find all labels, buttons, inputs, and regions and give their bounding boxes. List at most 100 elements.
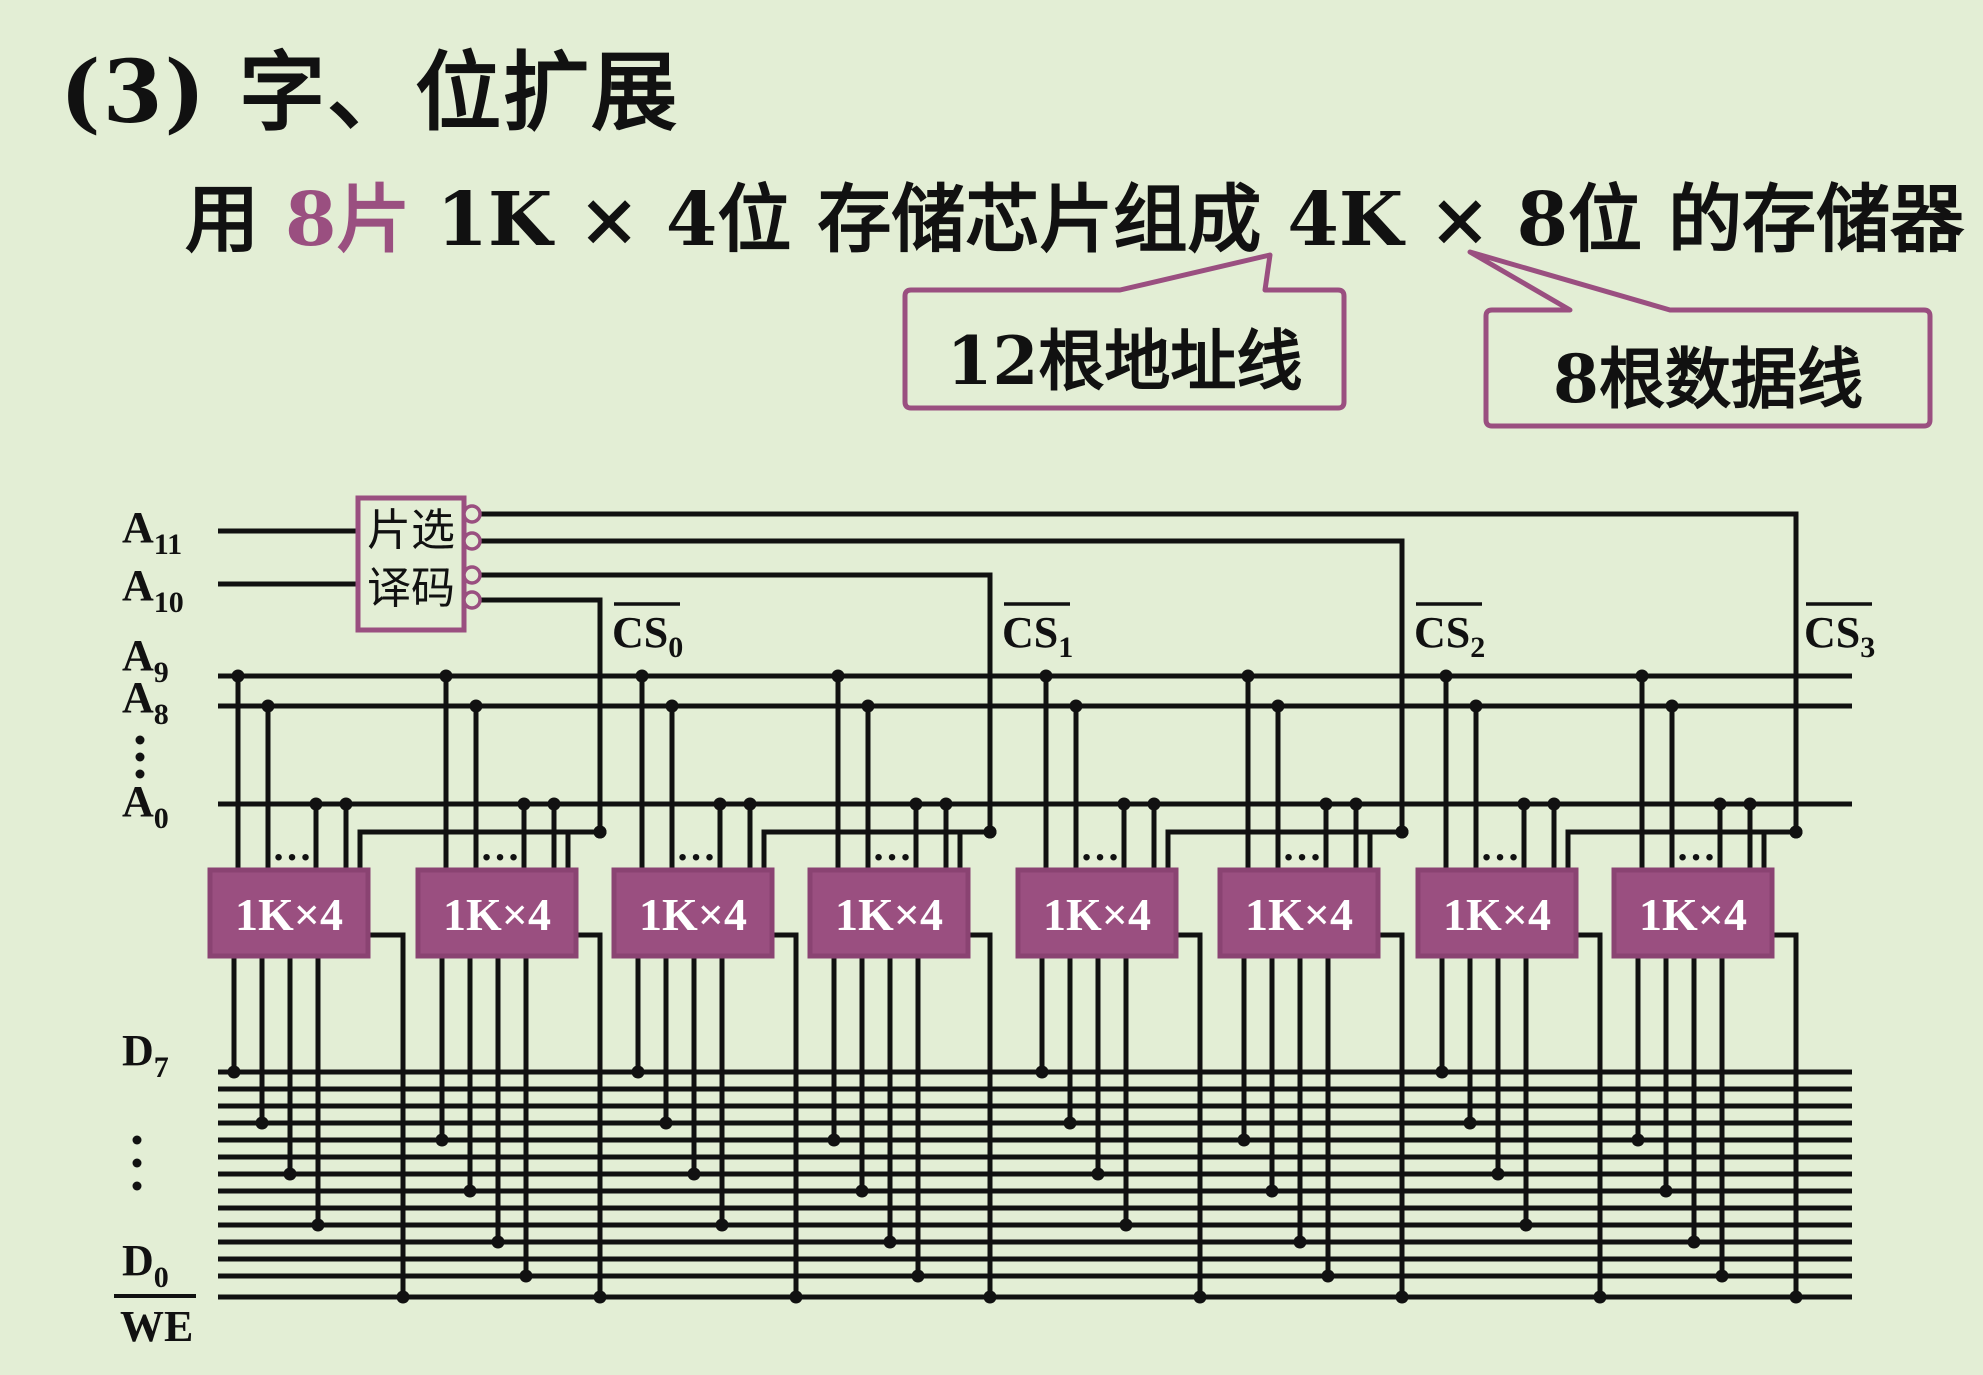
subtitle-prefix: 用: [185, 177, 259, 263]
chip-label: 1K×4: [1043, 889, 1151, 940]
label-cs0: CS0: [612, 608, 683, 664]
junction-dot: [1241, 669, 1255, 683]
ellipsis-text: …: [1282, 824, 1322, 869]
data-vertical-ellipsis: [132, 1135, 142, 1191]
junction-dot: [1593, 1290, 1607, 1304]
memory-chip: 1K×4: [611, 867, 775, 959]
label-a11: A11: [122, 503, 182, 561]
junction-dot: [593, 1290, 607, 1304]
junction-dot: [283, 1167, 297, 1181]
junction-dot: [665, 699, 679, 713]
junction-dot: [547, 797, 561, 811]
we-pin: [1378, 932, 1405, 1297]
junction-dot: [1091, 1167, 1105, 1181]
data-callout-text: 8根数据线: [1553, 340, 1863, 418]
cs-pin: [565, 829, 600, 880]
junction-dot: [631, 1065, 645, 1079]
junction-dot: [659, 1116, 673, 1130]
junction-dot: [635, 669, 649, 683]
junction-dot: [983, 1290, 997, 1304]
junction-dot: [827, 1133, 841, 1147]
data-callout-bubble: [1467, 249, 1933, 429]
we-pin: [772, 932, 799, 1297]
junction-dot: [1631, 1133, 1645, 1147]
junction-dot: [1517, 797, 1531, 811]
junction-dot: [939, 797, 953, 811]
we-pin: [1176, 932, 1203, 1297]
junction-dot: [1687, 1235, 1701, 1249]
we-pin: [368, 932, 406, 1297]
junction-dot: [789, 1290, 803, 1304]
chip-body: [1015, 867, 1179, 959]
memory-chip: 1K×4: [1611, 867, 1775, 959]
label-cs2: CS2: [1414, 608, 1485, 664]
chip-body: [611, 867, 775, 959]
junction-dot: [1665, 699, 1679, 713]
junction-dot: [227, 1065, 241, 1079]
junction-dot: [309, 797, 323, 811]
ellipsis-text: …: [272, 824, 312, 869]
address-ellipses: ……………………: [272, 824, 1716, 869]
chip-body: [1217, 867, 1381, 959]
junction-dot: [1119, 1218, 1133, 1232]
junction-dot: [339, 797, 353, 811]
label-a8: A8: [122, 673, 169, 731]
chip-select-labels: CS0 CS1 CS2 CS3: [612, 602, 1875, 664]
chip-body: [207, 867, 371, 959]
memory-chip: 1K×4: [1015, 867, 1179, 959]
chip-label: 1K×4: [1639, 889, 1747, 940]
junction-dot: [396, 1290, 410, 1304]
decoder-output-bubble: [462, 565, 482, 585]
junction-dot: [1319, 797, 1333, 811]
chip-spec: 1K × 4位: [436, 177, 792, 263]
label-cs3: CS3: [1804, 608, 1875, 664]
cs-pin: [357, 829, 600, 880]
address-callout-bubble: [902, 252, 1347, 411]
cs-line: [480, 511, 1799, 832]
cs-line: [480, 538, 1405, 832]
ellipsis-text: …: [480, 824, 520, 869]
junction-dot: [1193, 1290, 1207, 1304]
junction-dot: [231, 669, 245, 683]
junction-dot: [1439, 669, 1453, 683]
junction-dot: [1293, 1235, 1307, 1249]
junction-dot: [911, 1269, 925, 1283]
chip-count: 8片: [285, 177, 411, 263]
junction-dot: [311, 1218, 325, 1232]
decoder-output-bubbles: [462, 504, 482, 610]
junction-dot: [1519, 1218, 1533, 1232]
junction-dot: [1789, 1290, 1803, 1304]
junction-dot: [909, 797, 923, 811]
junction-dot: [715, 1218, 729, 1232]
decoder-label-line2: 译码: [367, 564, 455, 613]
junction-dot: [861, 699, 875, 713]
decoder-label-line1: 片选: [367, 506, 455, 555]
junction-dot: [1463, 1116, 1477, 1130]
junction-dot: [469, 699, 483, 713]
junction-dot: [1469, 699, 1483, 713]
junction-dot: [1491, 1167, 1505, 1181]
ellipsis-text: …: [676, 824, 716, 869]
junction-dot: [687, 1167, 701, 1181]
wires: [218, 511, 1852, 1300]
junction-dot: [255, 1116, 269, 1130]
junction-dot: [1395, 825, 1409, 839]
chip-label: 1K×4: [443, 889, 551, 940]
ellipsis-text: …: [1676, 824, 1716, 869]
label-a9: A9: [122, 631, 169, 689]
junction-dot: [1743, 797, 1757, 811]
memory-chip: 1K×4: [1415, 867, 1579, 959]
label-a0: A0: [122, 777, 169, 835]
junction-dot: [1321, 1269, 1335, 1283]
decoder-output-bubble: [462, 504, 482, 524]
junction-dot: [1635, 669, 1649, 683]
chip-body: [415, 867, 579, 959]
junction-dot: [463, 1184, 477, 1198]
address-callout-text: 12根地址线: [946, 322, 1303, 400]
label-cs1: CS1: [1002, 608, 1073, 664]
junction-dot: [1035, 1065, 1049, 1079]
cs-pin: [1761, 829, 1796, 880]
